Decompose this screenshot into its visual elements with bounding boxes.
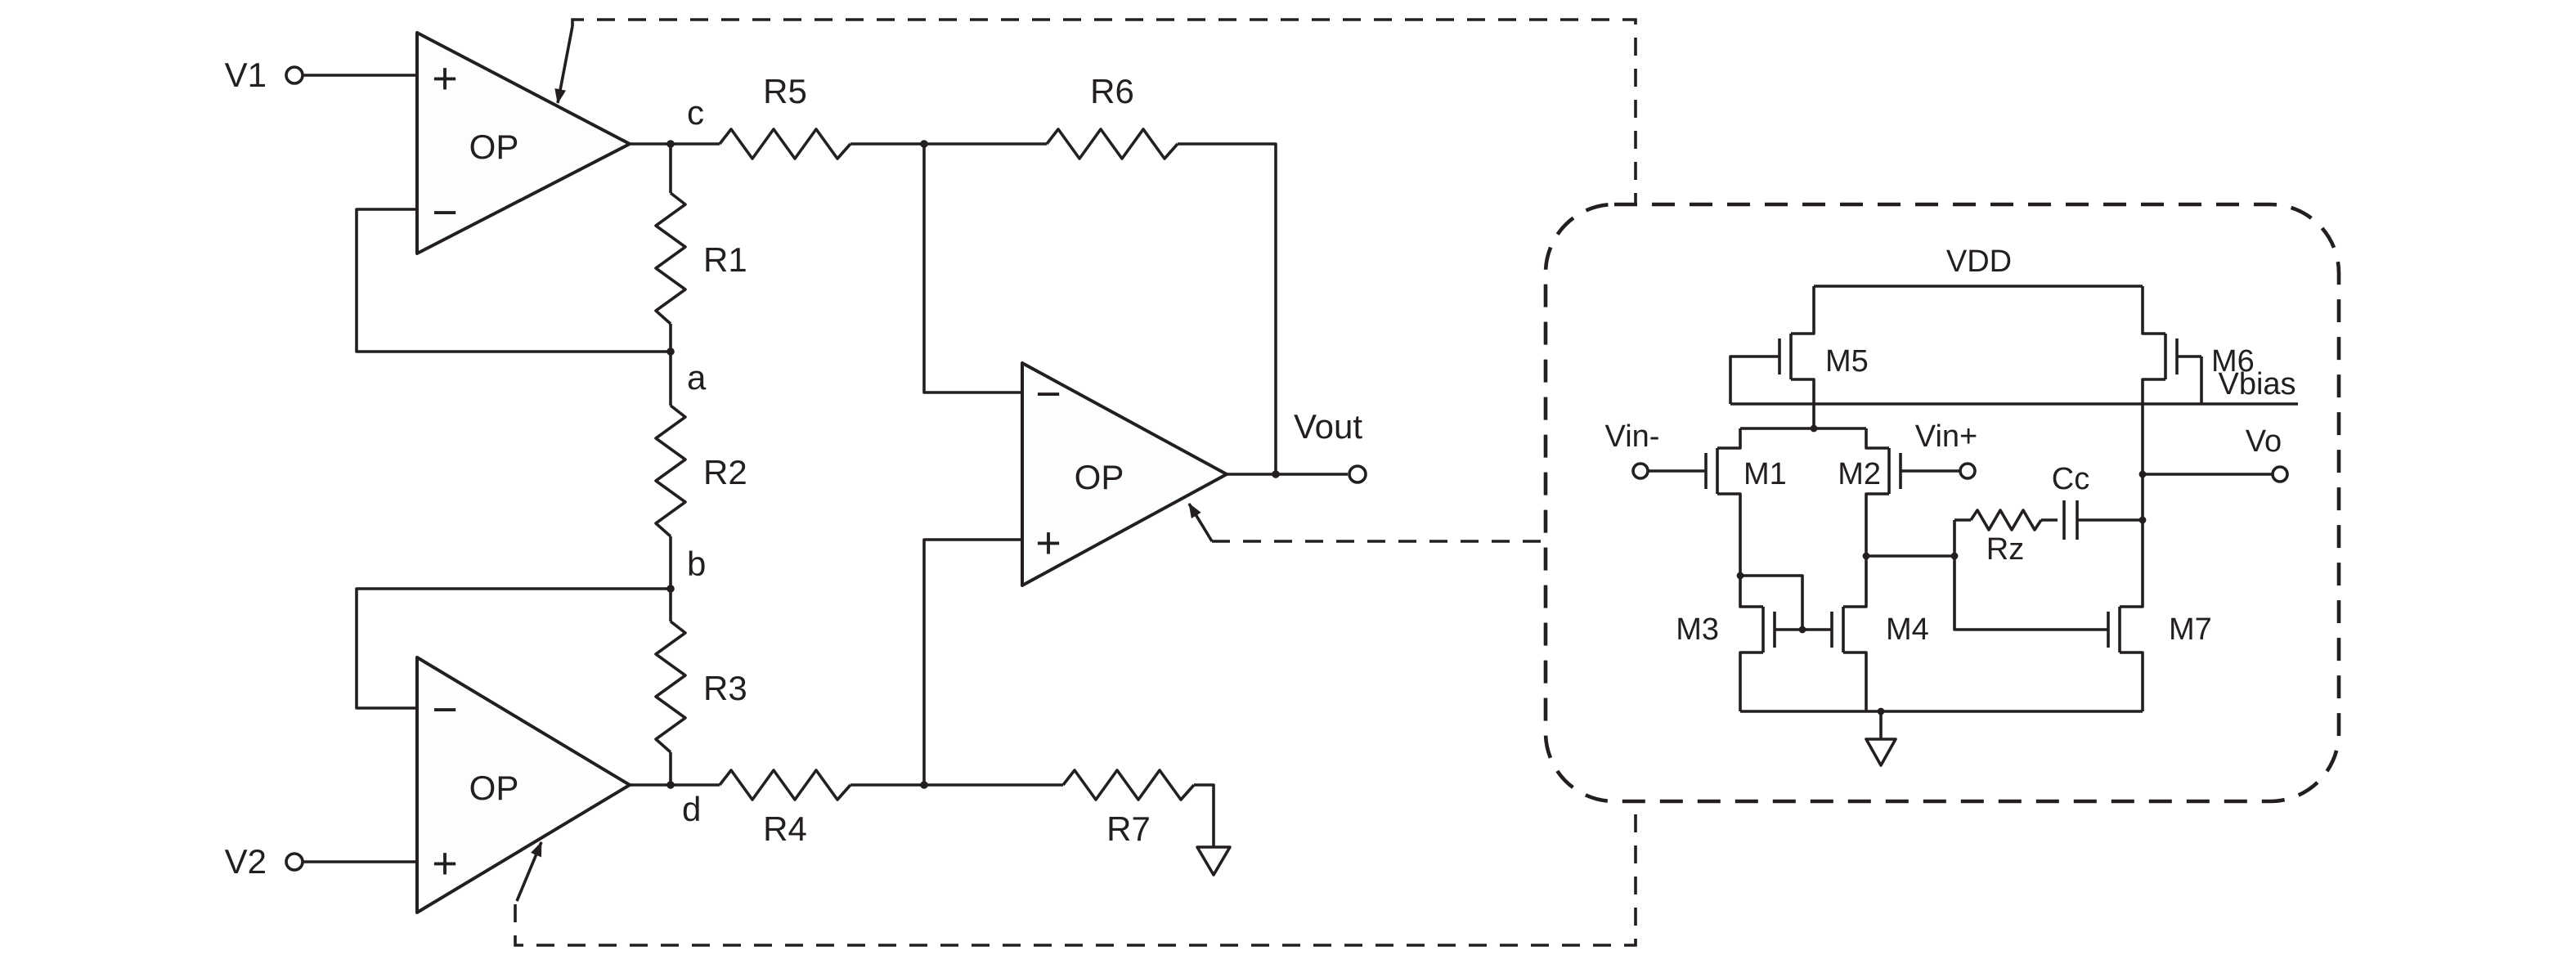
middle-opamp-triangle — [1021, 361, 1228, 587]
vo-terminal — [2271, 465, 2289, 483]
top-signal-path: R5 R6 — [671, 72, 1277, 474]
middle-opamp-plus-sign: + — [1035, 518, 1061, 567]
node-d-label: d — [682, 790, 701, 828]
bottom-opamp-plus-sign: + — [432, 839, 458, 888]
top-opamp-minus-sign: − — [432, 188, 458, 237]
bottom-opamp-label: OP — [469, 769, 519, 807]
transistor-m1 — [1680, 427, 1742, 515]
middle-opamp: − + OP Vout — [922, 144, 1367, 785]
resistor-r6 — [1045, 128, 1179, 160]
vin-plus-terminal — [1959, 462, 1977, 480]
resistor-r2 — [654, 404, 687, 538]
bottom-opamp-minus-sign: − — [432, 685, 458, 734]
transistor-m4 — [1806, 585, 1868, 674]
top-opamp-supply-arrow — [554, 25, 574, 104]
ground-symbol-inset — [1865, 738, 1897, 767]
node-a-label: a — [687, 358, 707, 397]
bottom-opamp-triangle — [415, 656, 631, 914]
bottom-signal-path: R4 R7 — [671, 769, 1232, 877]
top-feedback-wire — [355, 208, 671, 353]
opamp-internal-inset: VDD M5 M6 Vbias Vin- Vin+ M1 M2 — [1543, 202, 2341, 804]
resistor-r1 — [654, 191, 687, 325]
transistor-m7 — [2082, 585, 2144, 674]
resistor-r4 — [718, 769, 852, 801]
top-opamp-plus-sign: + — [432, 54, 458, 103]
v1-label: V1 — [225, 56, 267, 94]
r7-label: R7 — [1106, 809, 1151, 848]
cc-label: Cc — [2052, 462, 2089, 496]
r2-label: R2 — [703, 453, 747, 491]
top-opamp-triangle — [415, 31, 631, 255]
resistor-rz — [1969, 509, 2043, 531]
resistor-chain: R1 R2 R3 c a b d — [654, 93, 747, 828]
m1-label: M1 — [1744, 457, 1787, 491]
m2-label: M2 — [1838, 457, 1881, 491]
bottom-opamp-supply-arrow — [515, 841, 543, 902]
node-b-label: b — [687, 545, 706, 583]
r3-label: R3 — [703, 669, 747, 707]
input-v1: V1 — [225, 56, 417, 94]
main-junctions — [666, 140, 1280, 789]
m6-label: M6 — [2211, 344, 2255, 379]
resistor-r3 — [654, 620, 687, 754]
inset-junctions — [1736, 424, 2147, 715]
vout-label: Vout — [1294, 407, 1362, 446]
vo-label: Vo — [2246, 424, 2282, 459]
m5-label: M5 — [1825, 344, 1869, 379]
top-opamp: + − OP — [355, 31, 671, 353]
transistor-m6 — [2141, 312, 2203, 401]
bottom-opamp: − + OP — [355, 587, 671, 914]
ground-symbol-main — [1196, 845, 1232, 877]
vin-minus-label: Vin- — [1605, 419, 1660, 454]
top-opamp-label: OP — [469, 128, 519, 166]
v2-terminal — [285, 852, 304, 872]
m4-label: M4 — [1886, 612, 1929, 647]
resistor-r5 — [718, 128, 852, 160]
vdd-label: VDD — [1946, 244, 2012, 279]
middle-opamp-minus-sign: − — [1035, 370, 1061, 419]
r6-label: R6 — [1090, 72, 1134, 110]
r4-label: R4 — [763, 809, 807, 848]
v2-label: V2 — [225, 842, 267, 881]
vin-plus-label: Vin+ — [1915, 419, 1977, 454]
transistor-m5 — [1753, 312, 1815, 401]
middle-opamp-supply-arrow — [1187, 503, 1214, 542]
r5-label: R5 — [763, 72, 807, 110]
bottom-feedback-wire — [355, 587, 671, 710]
m7-label: M7 — [2169, 612, 2212, 647]
middle-opamp-label: OP — [1075, 458, 1124, 496]
capacitor-cc — [2062, 500, 2079, 540]
r1-label: R1 — [703, 240, 747, 279]
node-c-label: c — [687, 93, 704, 132]
vin-minus-terminal — [1631, 462, 1649, 480]
inset-dashed-border — [1543, 202, 2341, 804]
v1-terminal — [285, 65, 304, 85]
vbias-label: Vbias — [2218, 367, 2296, 401]
input-v2: V2 — [225, 842, 417, 881]
m3-label: M3 — [1676, 612, 1719, 647]
resistor-r7 — [1061, 769, 1196, 801]
opamp-internal-reference-dashed-links — [514, 18, 1637, 947]
rz-label: Rz — [1986, 532, 2024, 567]
vout-terminal — [1348, 464, 1367, 484]
transistor-m3 — [1739, 585, 1801, 674]
